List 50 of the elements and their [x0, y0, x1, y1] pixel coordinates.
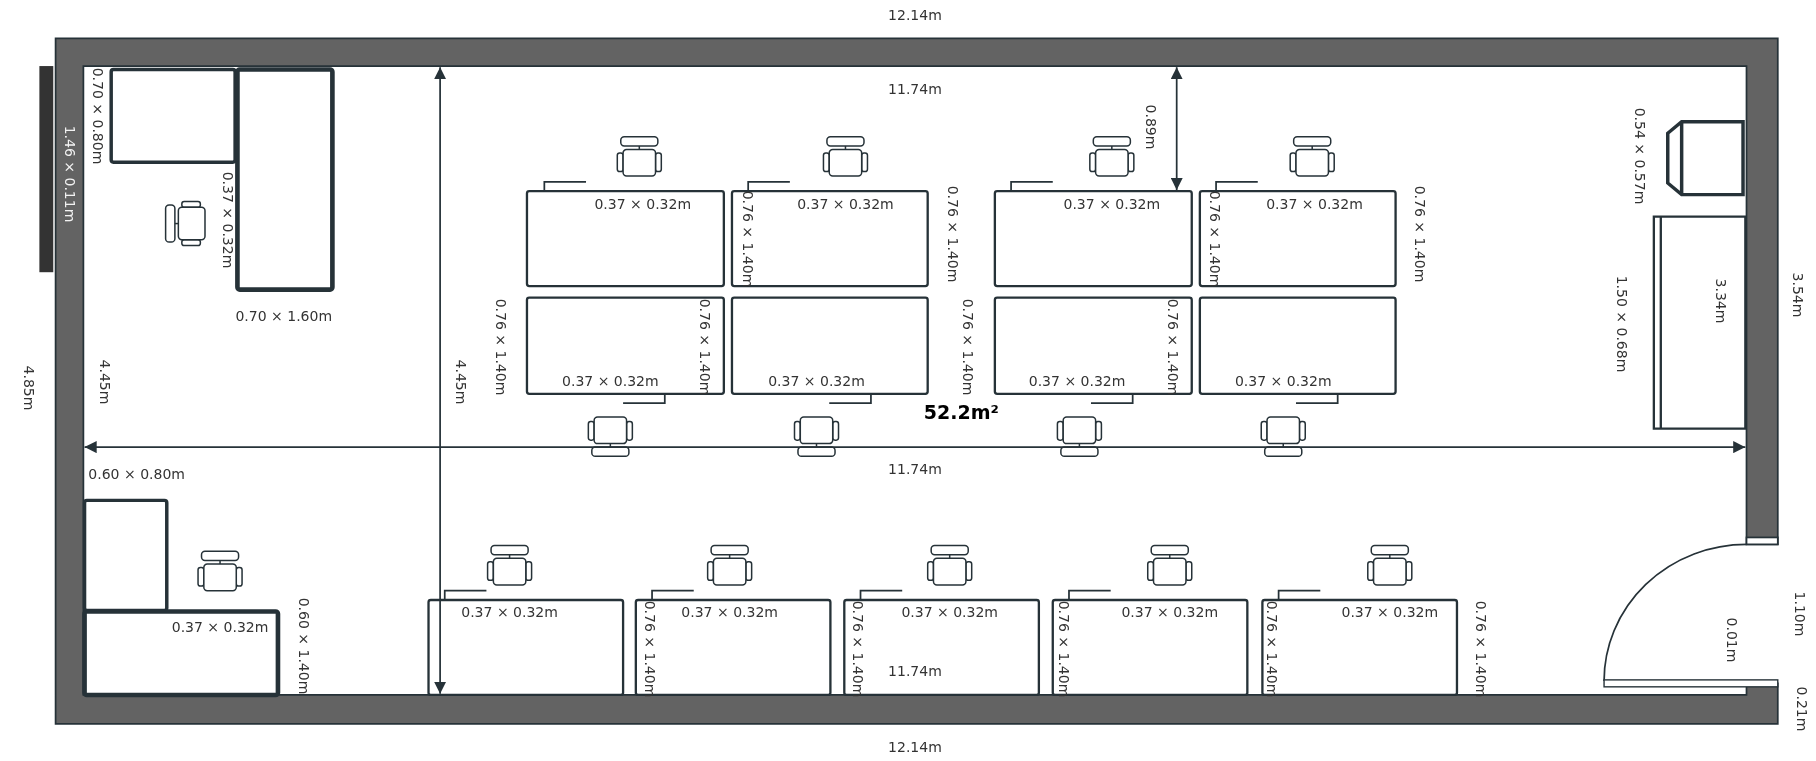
dimension-label: 11.74m: [888, 82, 942, 98]
dimension-label: 0.37 × 0.32m: [768, 374, 865, 390]
dimension-label: 1.46 × 0.11m: [61, 125, 78, 223]
dimension-label: 0.76 × 1.40m: [1164, 299, 1180, 396]
dimension-label: 0.76 × 1.40m: [959, 299, 975, 396]
dimension-label: 4.85m: [20, 365, 36, 411]
dimension-label: 0.37 × 0.32m: [1028, 374, 1126, 390]
dimension-label: 0.76 × 1.40m: [1262, 600, 1279, 697]
dimension-label: 0.70 × 0.80m: [89, 67, 105, 165]
dimension-label: 0.37 × 0.32m: [681, 604, 778, 621]
dimension-label: 12.14m: [888, 8, 942, 24]
dimension-label: 0.76 × 1.40m: [739, 190, 755, 287]
dimension-label: 3.54m: [1789, 272, 1806, 318]
dimension-label: 1.10m: [1790, 591, 1807, 637]
dimension-label: 1.50 × 0.68m: [1613, 275, 1630, 373]
dimension-label: 0.21m: [1793, 686, 1809, 732]
dimension-label: 0.37 × 0.32m: [901, 604, 998, 621]
dimension-label: 0.76 × 1.40m: [1055, 600, 1071, 697]
dimension-label: 12.14m: [888, 740, 942, 756]
dimension-label: 0.01m: [1723, 618, 1740, 663]
dimension-label: 0.89m: [1142, 105, 1158, 150]
dimension-label: 11.74m: [888, 462, 942, 478]
dimension-label: 0.37 × 0.32m: [219, 171, 235, 269]
dimension-label: 0.37 × 0.32m: [171, 620, 269, 636]
dimension-label: 0.76 × 1.40m: [1206, 190, 1222, 287]
dimension-label: 0.37 × 0.32m: [1266, 197, 1363, 213]
dimension-label: 0.76 × 1.40m: [492, 299, 508, 396]
dimension-label: 0.60 × 0.80m: [88, 467, 185, 483]
dimension-label: 0.37 × 0.32m: [562, 374, 659, 390]
dimension-label: 0.37 × 0.32m: [797, 197, 894, 213]
dimension-label: 0.76 × 1.40m: [849, 600, 865, 697]
dimension-label: 0.76 × 1.40m: [640, 600, 657, 697]
dimension-label: 0.37 × 0.32m: [461, 604, 558, 621]
dimension-label: 0.76 × 1.40m: [1472, 600, 1488, 697]
dimension-label: 0.37 × 0.32m: [1234, 374, 1332, 390]
dimension-label: 3.34m: [1712, 278, 1728, 324]
dimension-label: 0.37 × 0.32m: [594, 197, 692, 213]
area-label: 52.2m²: [923, 401, 999, 423]
dimension-label: 0.54 × 0.57m: [1631, 108, 1647, 205]
dimension-label: 0.76 × 1.40m: [696, 299, 712, 396]
dimension-label: 0.37 × 0.32m: [1341, 604, 1439, 621]
dimension-label: 0.76 × 1.40m: [944, 185, 960, 283]
dimension-label: 0.76 × 1.40m: [1411, 185, 1427, 283]
dimension-label: 0.37 × 0.32m: [1063, 197, 1161, 213]
dimension-label: 4.45m: [452, 359, 468, 405]
dimension-label: 0.60 × 1.40m: [295, 597, 312, 695]
dimension-label: 4.45m: [96, 359, 112, 405]
dimension-label: 0.37 × 0.32m: [1121, 604, 1219, 621]
dimension-label: 11.74m: [888, 664, 942, 680]
dimension-label: 0.70 × 1.60m: [235, 309, 333, 325]
